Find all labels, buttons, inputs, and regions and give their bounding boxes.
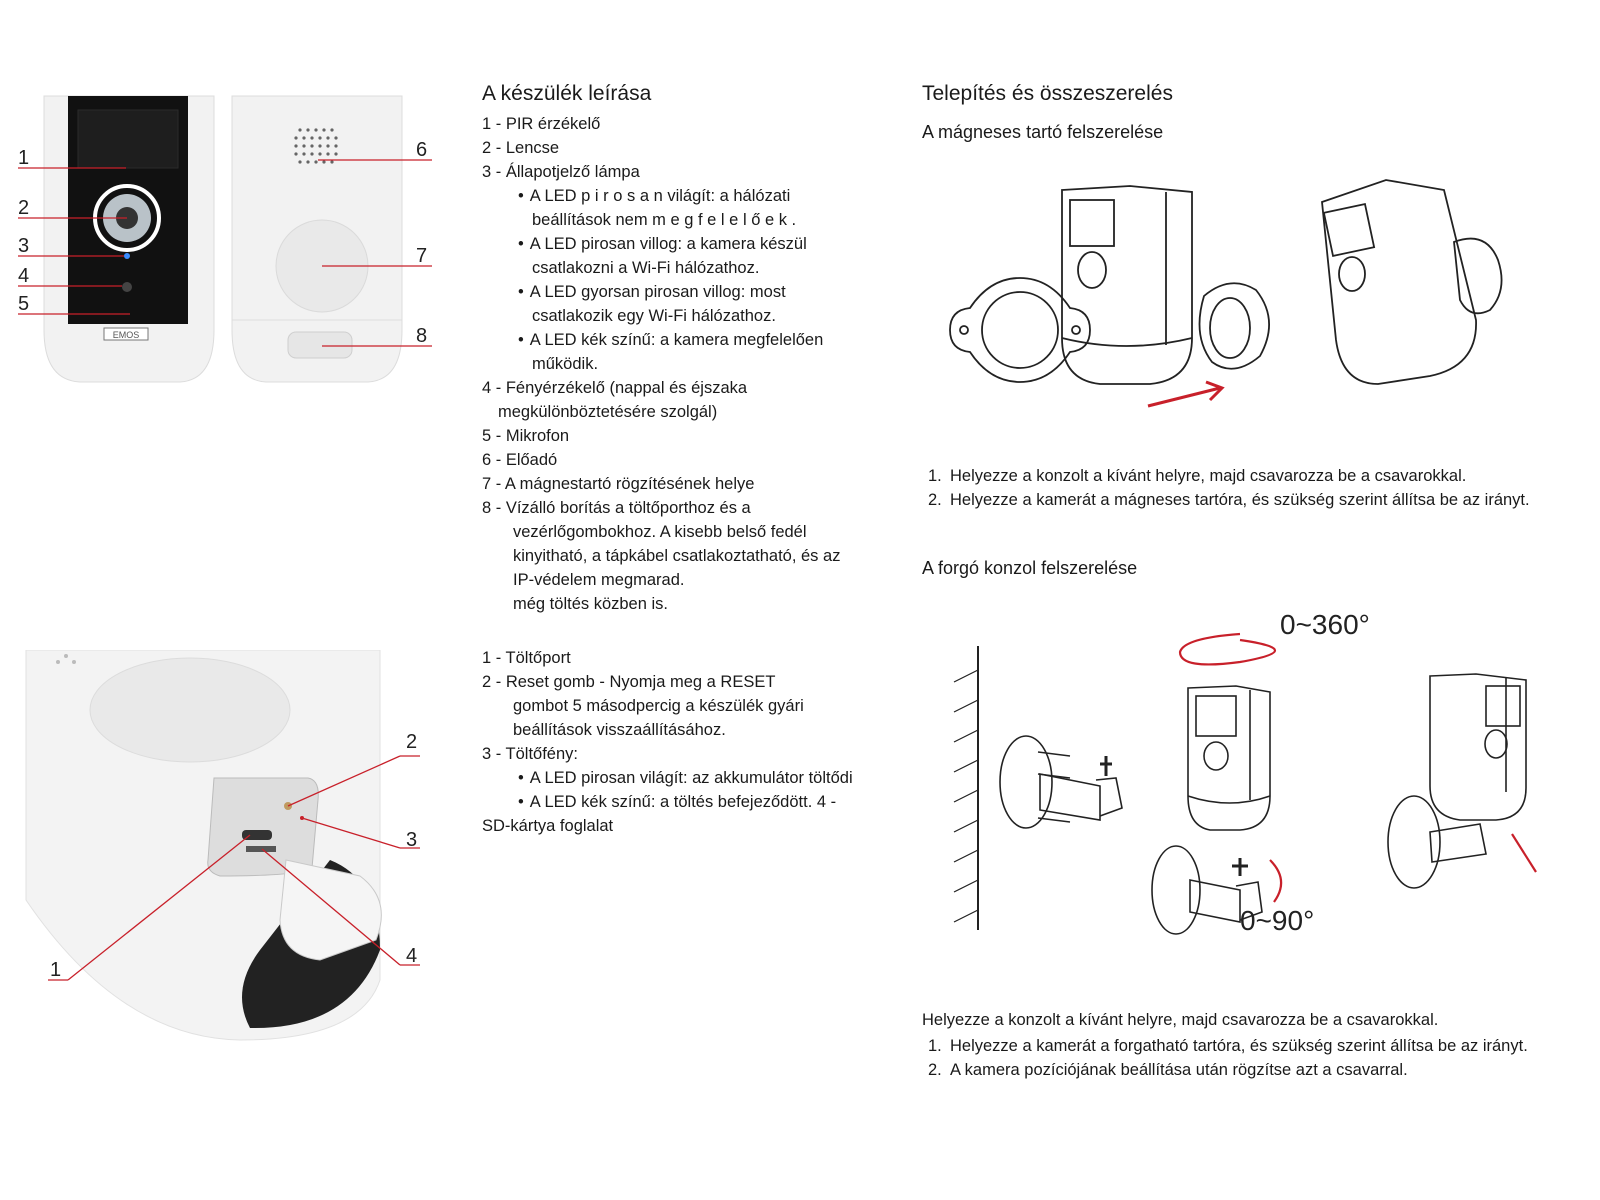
device-description-line: 4 - Fényérzékelő (nappal és éjszaka [482, 379, 748, 397]
rotating-bracket-3 [1387, 795, 1441, 889]
magnetic-step-2: 2.Helyezze a kamerát a mágneses tartóra,… [928, 491, 1530, 509]
speaker-grille [294, 128, 338, 164]
magnetic-mount-title: A mágneses tartó felszerelése [922, 122, 1164, 142]
rotating-bracket-2 [1151, 845, 1201, 935]
angle-360-label: 0~360° [1280, 610, 1370, 640]
magnetic-step-1: 1.Helyezze a konzolt a kívánt helyre, ma… [928, 467, 1467, 485]
bottom-description-line: 2 - Reset gomb - Nyomja meg a RESET [482, 673, 776, 691]
callout-bottom-4: 4 [406, 945, 417, 967]
device-description-line: csatlakozik egy Wi-Fi hálózathoz. [532, 307, 776, 325]
waterproof-cover [287, 331, 353, 359]
magnet-mount [1198, 282, 1270, 370]
callout-front-2: 2 [18, 197, 29, 219]
status-led [124, 253, 130, 259]
sd-card-slot [246, 846, 276, 852]
camera-outline-4 [1429, 673, 1527, 821]
bottom-description-line: A LED kék színű: a töltés befejeződött. … [482, 790, 902, 814]
port-recess [207, 777, 319, 877]
device-description-line: A LED p i r o s a n világít: a hálózati [482, 184, 902, 208]
device-description-line: IP-védelem megmarad. [513, 571, 685, 589]
device-description-line: 2 - Lencse [482, 139, 560, 157]
camera-front-back-figure: EMOS 1 2 3 4 5 6 7 8 [18, 95, 432, 383]
device-description-title: A készülék leírása [482, 82, 652, 105]
rotating-steps: 1.Helyezze a kamerát a forgatható tartór… [928, 1034, 1528, 1082]
direction-arrow [1147, 380, 1225, 408]
magnet-mount-spot [89, 657, 291, 763]
bottom-description-line: beállítások visszaállításához. [513, 721, 726, 739]
bottom-description-line: SD-kártya foglalat [482, 817, 614, 835]
device-description-line: A LED gyorsan pirosan villog: most [482, 280, 902, 304]
camera-bottom-figure: 2 3 1 4 [25, 650, 420, 1041]
device-description-line: működik. [532, 355, 599, 373]
rotating-step-2: 2.A kamera pozíciójának beállítása után … [928, 1061, 1408, 1079]
bottom-description-list: 1 - Töltőport 2 - Reset gomb - Nyomja meg… [482, 646, 902, 838]
device-description-line: 7 - A mágnestartó rögzítésének helye [482, 475, 755, 493]
light-sensor [122, 282, 132, 292]
device-description-line: beállítások nem m e g f e l e l ő e k . [532, 211, 797, 229]
device-description-line: A LED pirosan villog: a kamera készül [482, 232, 902, 256]
rotation-arrow-90 [1269, 859, 1283, 903]
rotating-step-1: 1.Helyezze a kamerát a forgatható tartór… [928, 1037, 1528, 1055]
bottom-description-line: gombot 5 másodpercig a készülék gyári [513, 697, 804, 715]
rotation-arrow-360 [1178, 632, 1276, 666]
pir-window [77, 109, 179, 169]
rotating-bracket-1 [999, 735, 1053, 829]
magnetic-steps: 1.Helyezze a konzolt a kívánt helyre, ma… [928, 464, 1530, 512]
device-description-list: 1 - PIR érzékelő 2 - Lencse 3 - Állapotjel… [482, 112, 902, 616]
magnetic-base-plate [949, 277, 1091, 383]
callout-front-3: 3 [18, 235, 29, 257]
rotating-intro: Helyezze a konzolt a kívánt helyre, majd… [922, 1011, 1439, 1029]
device-description-line: kinyitható, a tápkábel csatlakoztatható,… [513, 547, 841, 565]
callout-back-8: 8 [416, 325, 427, 347]
camera-outline-3 [1187, 685, 1271, 831]
callout-bottom-2: 2 [406, 731, 417, 753]
angle-90-label: 0~90° [1240, 905, 1314, 936]
rotating-mount-diagram: 0~360° 0~90° [953, 610, 1537, 936]
device-description-line: megkülönböztetésére szolgál) [498, 403, 718, 421]
screws [1037, 751, 1071, 823]
usb-charging-port [242, 830, 272, 840]
device-description-line: vezérlőgombokhoz. A kisebb belső fedél [513, 523, 807, 541]
callout-bottom-1: 1 [50, 959, 61, 981]
device-description-line: 8 - Vízálló borítás a töltőporthoz és a [482, 499, 751, 517]
device-description-line: A LED kék színű: a kamera megfelelően [482, 328, 902, 352]
bottom-description-line: 3 - Töltőfény: [482, 745, 578, 763]
callout-front-5: 5 [18, 293, 29, 315]
callout-back-6: 6 [416, 139, 427, 161]
device-description-line: még töltés közben is. [513, 595, 668, 613]
bottom-description-line: 1 - Töltőport [482, 649, 571, 667]
rotating-mount-title: A forgó konzol felszerelése [922, 558, 1138, 578]
fixing-arrow [1511, 833, 1537, 873]
magnetic-mount-diagram [949, 179, 1503, 408]
camera-outline-1 [1061, 185, 1193, 385]
camera-outline-2 [1321, 179, 1477, 385]
callout-front-4: 4 [18, 265, 29, 287]
device-description-line: 1 - PIR érzékelő [482, 115, 601, 133]
device-description-line: 6 - Előadó [482, 451, 558, 469]
device-description-line: 3 - Állapotjelző lámpa [482, 163, 640, 181]
bottom-description-line: A LED pirosan világít: az akkumulátor tö… [482, 766, 902, 790]
callout-front-1: 1 [18, 147, 29, 169]
callout-bottom-3: 3 [406, 829, 417, 851]
brand-label: EMOS [113, 330, 140, 340]
device-description-line: csatlakozni a Wi-Fi hálózathoz. [532, 259, 760, 277]
device-description-line: 5 - Mikrofon [482, 427, 570, 445]
installation-title: Telepítés és összeszerelés [922, 82, 1173, 105]
callout-back-7: 7 [416, 245, 427, 267]
